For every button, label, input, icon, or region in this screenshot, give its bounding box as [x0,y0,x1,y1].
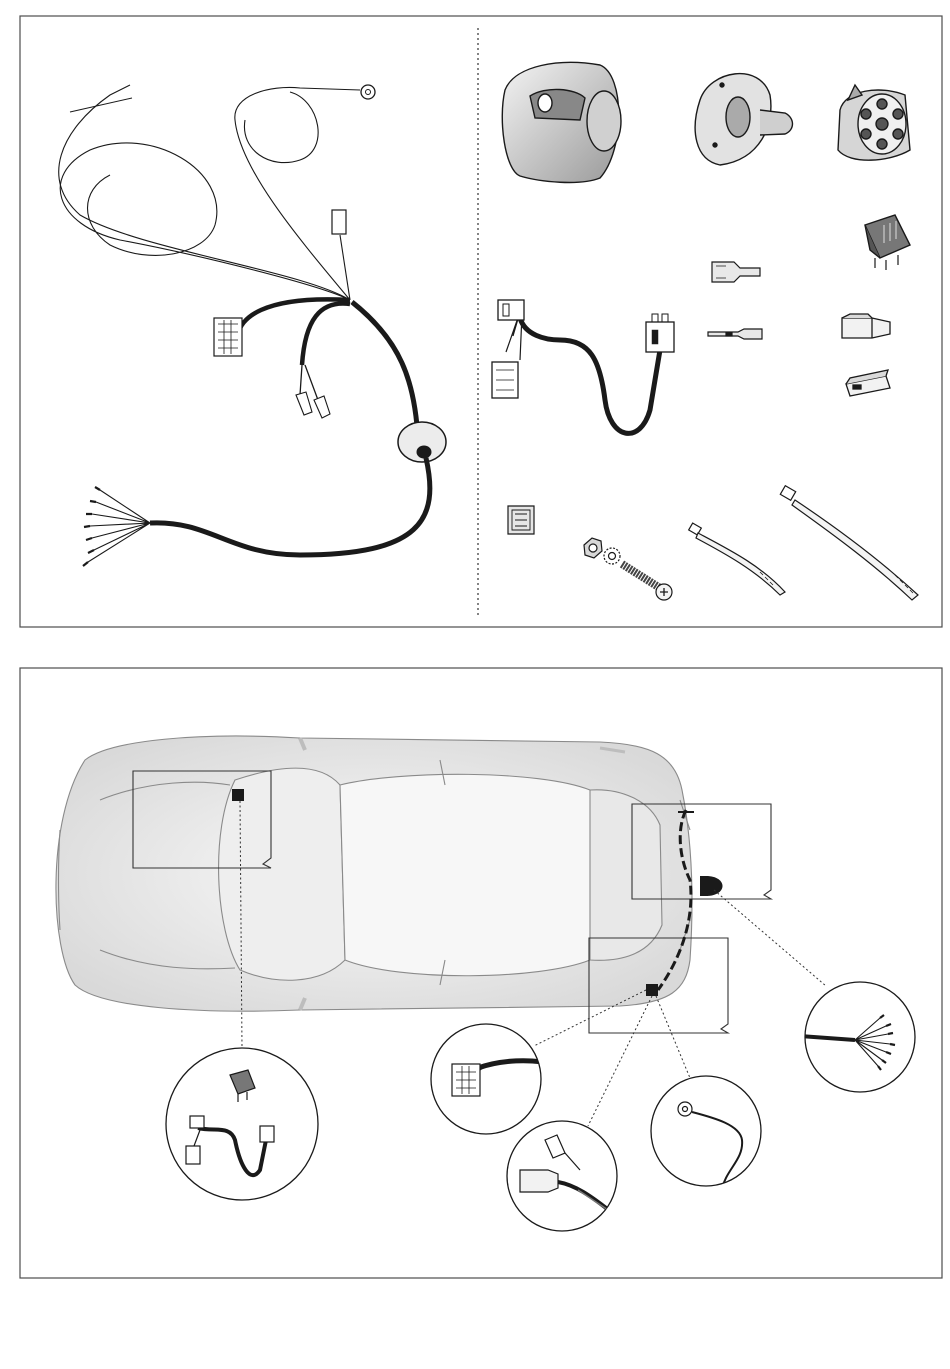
loose-wire-ends [83,487,150,566]
blade-connector [708,329,762,339]
car-top-view [56,736,692,1011]
bullet-housing [842,314,890,338]
multi-pin-connector [214,318,242,356]
socket-seal [695,74,792,165]
relay-marker [232,789,244,801]
bolt-nut-washer [584,538,672,600]
cable-tie-small [689,523,785,595]
kit-contents-panel [20,16,942,627]
detail-wire-ends [800,982,915,1092]
socket-grommet [398,422,446,462]
cable-tie-large [780,486,918,600]
detail-bullet-connector [507,1121,617,1231]
adapter-harness [492,300,674,433]
clip [508,506,534,534]
detail-lamp-plug [431,1024,560,1134]
installation-diagram-panel [20,668,942,1278]
socket-cover [502,62,621,182]
flat-connector [846,370,890,396]
detail-earth-ring [651,1076,761,1190]
relay [865,215,910,270]
wiring-harness [59,85,446,566]
spade-connector [712,262,760,282]
socket-marker [706,876,723,896]
seven-pin-socket [838,85,910,160]
connector-marker [646,984,658,996]
detail-relay-adapter [166,1048,318,1200]
